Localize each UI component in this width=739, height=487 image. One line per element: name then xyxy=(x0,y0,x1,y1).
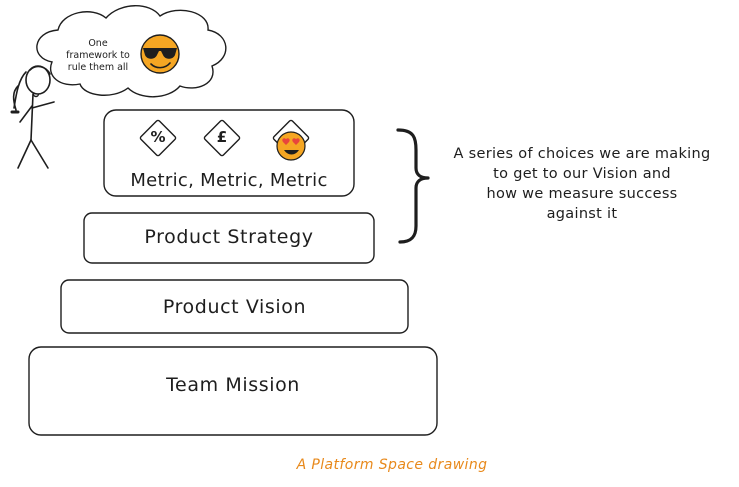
percent-icon xyxy=(139,119,177,157)
heart-eyes-emoji-icon xyxy=(272,119,310,161)
stick-figure-icon xyxy=(10,65,55,169)
side-note-line: to get to our Vision and xyxy=(493,166,671,182)
footer-caption: A Platform Space drawing xyxy=(296,457,488,473)
metrics-label: Metric, Metric, Metric xyxy=(130,170,328,191)
bubble-line: rule them all xyxy=(67,62,129,73)
bubble-text: One framework to rule them all xyxy=(58,38,138,74)
vision-box xyxy=(60,279,409,334)
strategy-label: Product Strategy xyxy=(144,226,314,248)
vision-label: Product Vision xyxy=(162,296,307,318)
strategy-box xyxy=(83,212,375,264)
mission-box xyxy=(28,346,438,436)
pound-glyph: £ xyxy=(216,128,228,146)
bubble-line: framework to xyxy=(66,50,130,61)
mission-label: Team Mission xyxy=(166,374,300,396)
curly-brace-icon xyxy=(396,128,430,244)
percent-glyph: % xyxy=(150,128,166,146)
side-note-line: how we measure success xyxy=(486,186,678,202)
side-note: A series of choices we are making to get… xyxy=(432,144,732,224)
side-note-line: A series of choices we are making xyxy=(453,146,711,162)
sunglasses-emoji-icon xyxy=(140,34,180,74)
bubble-line: One xyxy=(88,38,108,49)
side-note-line: against it xyxy=(546,206,618,222)
pound-icon xyxy=(203,119,241,157)
